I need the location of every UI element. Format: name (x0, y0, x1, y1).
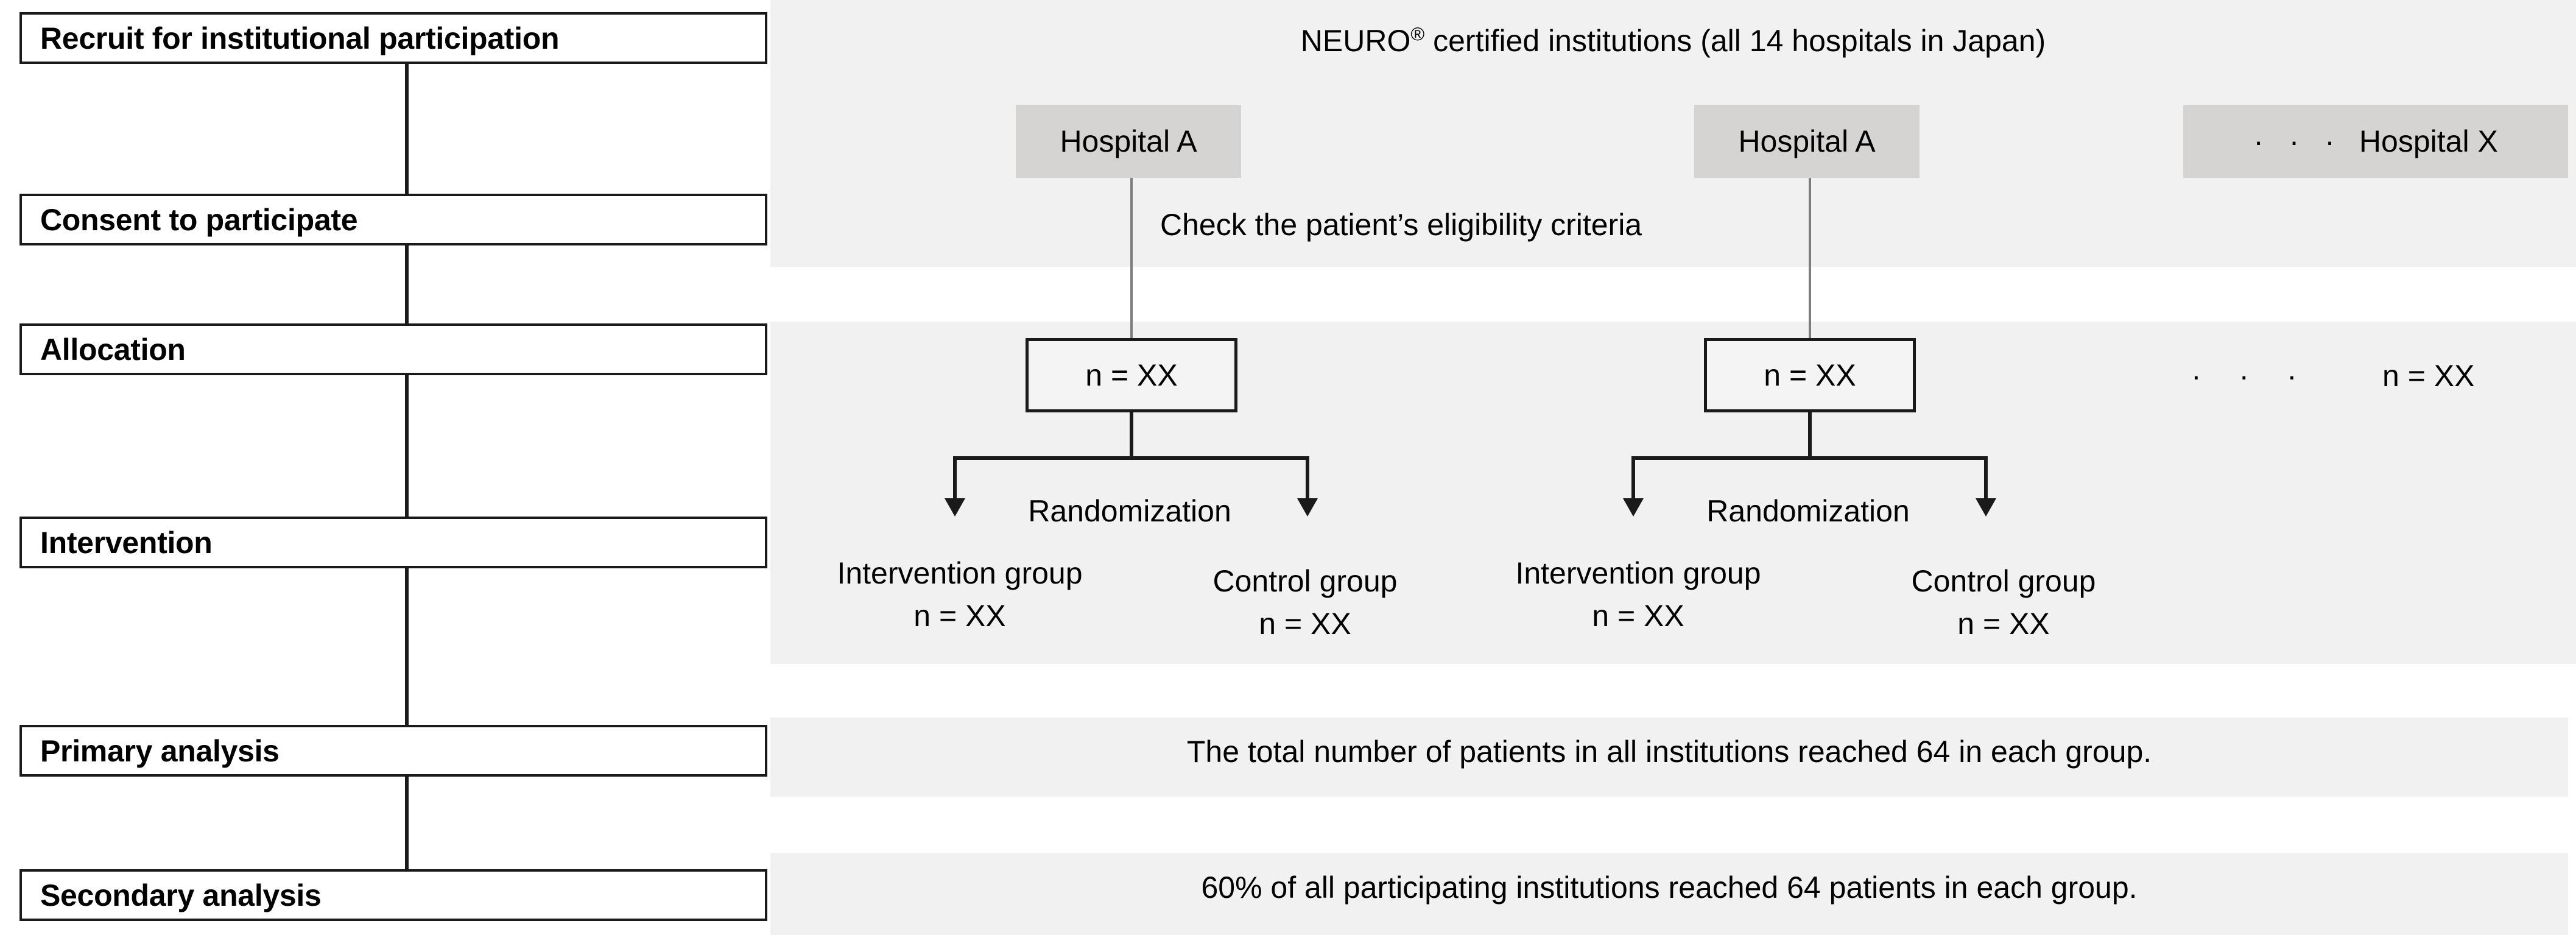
intervention-group-count-2: n = XX (1592, 599, 1684, 633)
arrowhead-control-group-1 (1297, 498, 1318, 517)
hospital-chip-a2[interactable]: Hospital A (1694, 105, 1920, 178)
arrowhead-intervention-group-2 (1623, 498, 1644, 517)
intervention-group-label-1: Intervention group (837, 556, 1083, 590)
ellipsis-allocation: · · · (2191, 359, 2312, 393)
control-group-count-2: n = XX (1957, 607, 2050, 641)
arrowhead-control-group-2 (1976, 498, 1996, 517)
allocation-count-site-2-label: n = XX (1764, 358, 1856, 392)
fork-arm-right-group-1 (1306, 456, 1309, 503)
eligibility-criteria-note: Check the patient’s eligibility criteria (1160, 208, 1642, 242)
connector-hospital-a1-to-n (1130, 178, 1133, 341)
intervention-group-label-2: Intervention group (1515, 556, 1761, 590)
stage-label-primary-analysis: Primary analysis (40, 733, 280, 768)
hospital-chip-x-label: Hospital X (2359, 124, 2498, 158)
fork-arm-left-group-2 (1631, 456, 1635, 503)
fork-stem-group-1 (1130, 412, 1133, 458)
stage-label-recruit: Recruit for institutional participation (40, 21, 560, 55)
control-group-label-2: Control group (1911, 564, 2096, 598)
band-secondary-analysis (770, 853, 2568, 935)
fork-arm-right-group-2 (1984, 456, 1988, 503)
arrowhead-intervention-group-1 (945, 498, 965, 517)
stage-box-primary-analysis[interactable]: Primary analysis (19, 725, 767, 777)
stage-box-recruit[interactable]: Recruit for institutional participation (19, 12, 767, 64)
secondary-analysis-statement: 60% of all participating institutions re… (1201, 870, 2138, 905)
allocation-count-site-2[interactable]: n = XX (1704, 338, 1916, 412)
hospital-chip-a2-label: Hospital A (1738, 124, 1876, 158)
hospital-chip-a1[interactable]: Hospital A (1016, 105, 1241, 178)
stage-label-allocation: Allocation (40, 332, 186, 367)
randomization-label-group-1: Randomization (1028, 494, 1231, 528)
hospital-chip-x[interactable]: · · · Hospital X (2183, 105, 2568, 178)
stage-box-allocation[interactable]: Allocation (19, 323, 767, 375)
stage-label-consent: Consent to participate (40, 202, 358, 237)
intervention-group-count-1: n = XX (913, 599, 1006, 633)
fork-bar-group-1 (953, 456, 1309, 460)
ellipsis-hospitals: · · · (2253, 124, 2343, 158)
connector-hospital-a2-to-n (1809, 178, 1811, 341)
randomization-label-group-2: Randomization (1706, 494, 1910, 528)
page-title-suffix: certified institutions (all 14 hospitals… (1424, 24, 2046, 58)
band-primary-analysis (770, 718, 2568, 797)
allocation-count-site-1[interactable]: n = XX (1026, 338, 1237, 412)
page-title-certified-institutions: NEURO® certified institutions (all 14 ho… (770, 23, 2576, 58)
fork-stem-group-2 (1808, 412, 1812, 458)
control-group-label-1: Control group (1212, 564, 1398, 598)
connector-primary-to-secondary (405, 777, 409, 880)
allocation-count-trailing: n = XX (2382, 359, 2475, 393)
stage-label-secondary-analysis: Secondary analysis (40, 878, 322, 912)
stage-box-intervention[interactable]: Intervention (19, 517, 767, 568)
connector-allocation-to-intervention (405, 152, 409, 725)
registered-trademark-icon: ® (1410, 23, 1425, 45)
control-group-count-1: n = XX (1259, 607, 1351, 641)
page-title-prefix: NEURO (1300, 24, 1411, 58)
allocation-count-site-1-label: n = XX (1085, 358, 1178, 392)
primary-analysis-statement: The total number of patients in all inst… (1186, 735, 2152, 769)
stage-label-intervention: Intervention (40, 525, 213, 560)
stage-box-consent[interactable]: Consent to participate (19, 194, 767, 245)
hospital-chip-a1-label: Hospital A (1060, 124, 1197, 158)
fork-arm-left-group-1 (953, 456, 957, 503)
fork-bar-group-2 (1631, 456, 1988, 460)
stage-box-secondary-analysis[interactable]: Secondary analysis (19, 869, 767, 921)
